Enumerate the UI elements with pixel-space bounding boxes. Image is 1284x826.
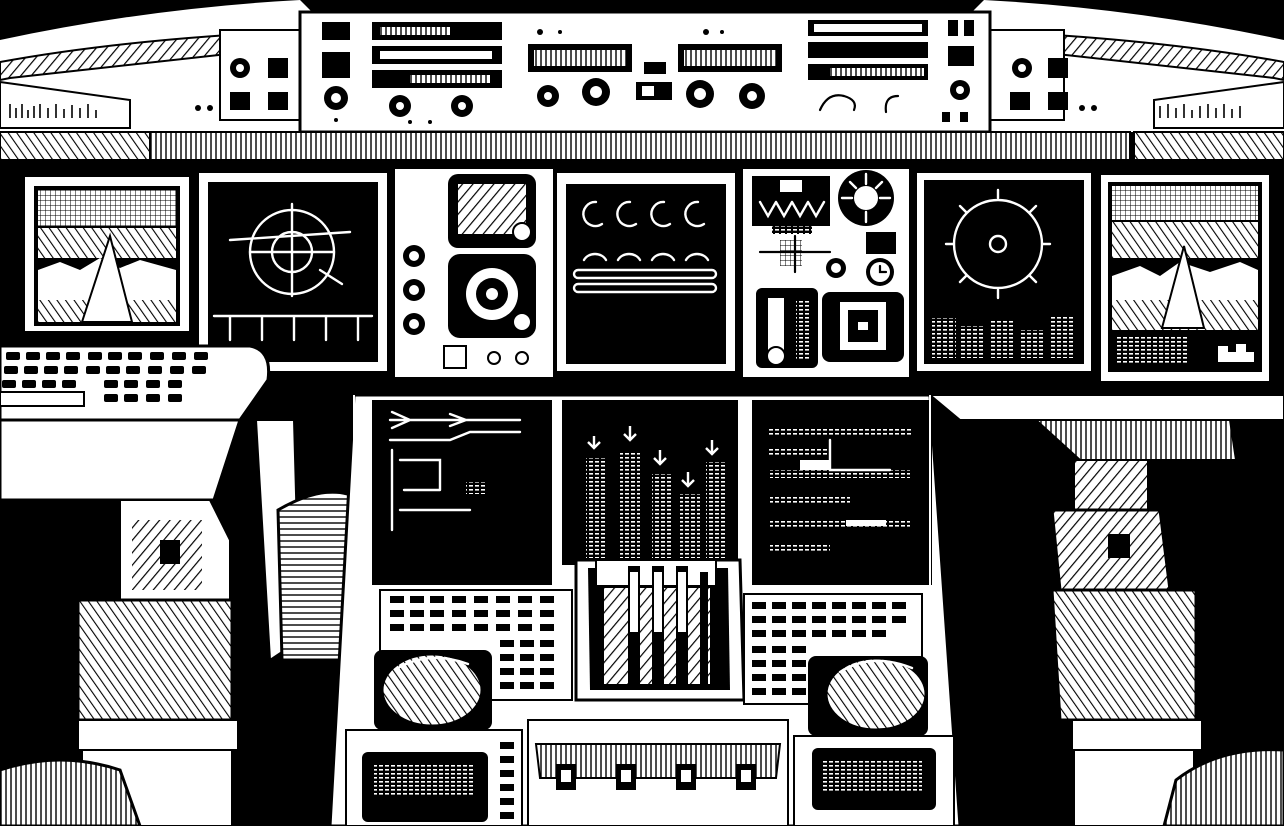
attitude-indicator-icon [23, 175, 191, 333]
keyboard-icon [0, 344, 271, 502]
standby-instruments [393, 167, 555, 379]
lower-left-display [372, 400, 552, 585]
right-trackball [808, 656, 928, 736]
navigation-display-icon [197, 171, 389, 373]
overhead-panel-icon [298, 10, 992, 134]
annunciator-panel [741, 167, 911, 379]
right-attitude-indicator [1099, 173, 1271, 383]
thrust-lever-icon [574, 558, 746, 702]
lower-right-display [752, 400, 932, 585]
engine-display-icon [555, 171, 737, 373]
right-navigation-display [915, 171, 1093, 373]
engine-tapes [562, 400, 738, 565]
glareshield [0, 0, 1284, 132]
trackball-icon [374, 650, 492, 730]
lower-pedestal [345, 719, 955, 826]
